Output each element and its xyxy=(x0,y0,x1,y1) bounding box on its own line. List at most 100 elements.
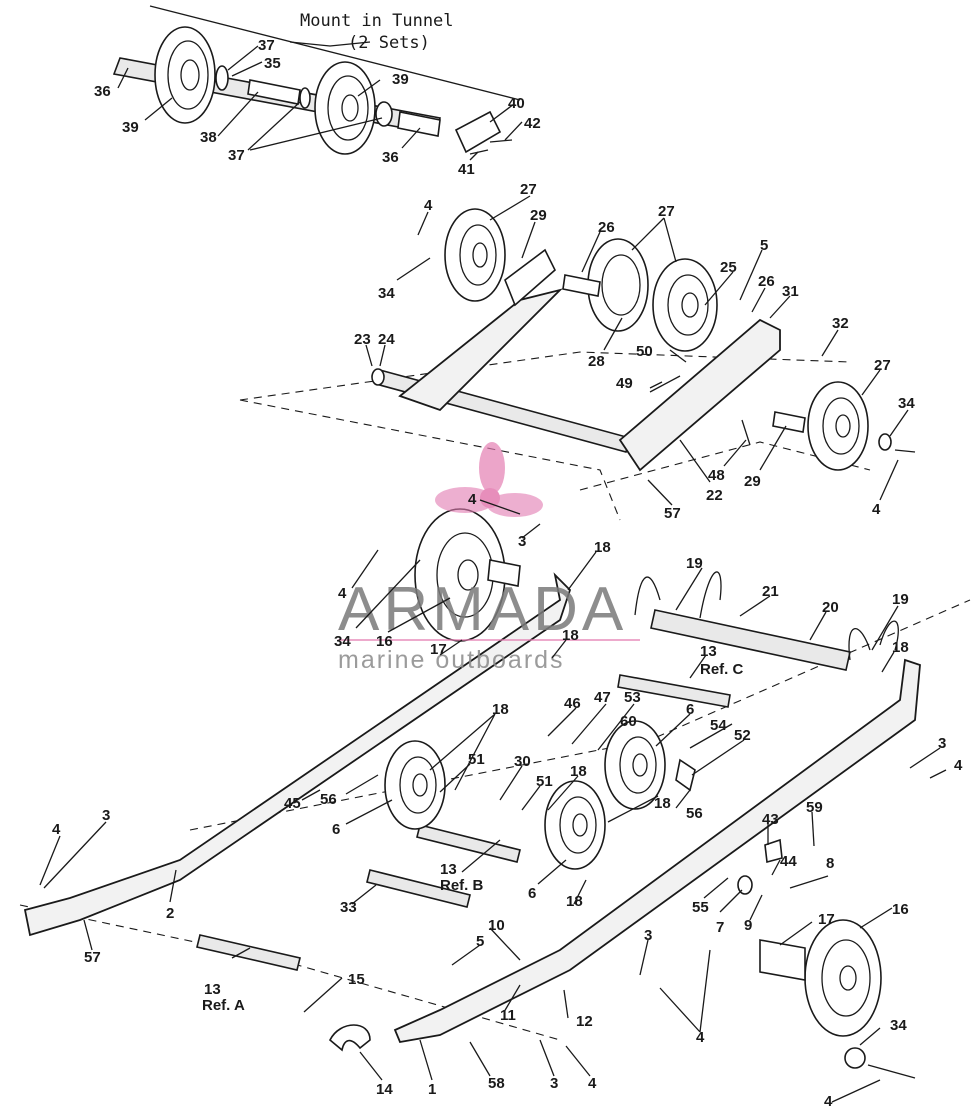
callout-3: 3 xyxy=(102,807,110,824)
callout-1: 1 xyxy=(428,1081,436,1098)
callout-5: 5 xyxy=(760,237,768,254)
callout-51: 51 xyxy=(468,751,485,768)
callout-38: 38 xyxy=(200,129,217,146)
callout-11: 11 xyxy=(500,1007,516,1024)
arm-wheel-27c xyxy=(652,258,718,352)
callout-29: 29 xyxy=(530,207,547,224)
hub-17b xyxy=(759,939,806,981)
right-slide-rail-1 xyxy=(393,658,921,1044)
callout-3: 3 xyxy=(550,1075,558,1092)
bolt-42 xyxy=(489,139,513,143)
washer-34 xyxy=(878,433,892,451)
callout-18: 18 xyxy=(654,795,671,812)
propeller-logo-icon xyxy=(435,442,543,517)
cross-shaft-23 xyxy=(375,369,631,453)
ref-label-b: Ref. B xyxy=(440,877,484,894)
callout-59: 59 xyxy=(806,799,823,816)
callout-4: 4 xyxy=(872,501,881,518)
spacer-29b xyxy=(772,411,806,433)
callout-18: 18 xyxy=(566,893,583,910)
callout-51: 51 xyxy=(536,773,553,790)
spring-shaft-20 xyxy=(650,609,851,671)
callout-50: 50 xyxy=(636,343,653,360)
callout-4: 4 xyxy=(824,1093,833,1110)
callout-10: 10 xyxy=(488,917,505,934)
mid-wheel-6b xyxy=(544,780,606,870)
slide-rail-group xyxy=(19,508,971,1079)
callout-13: 13 xyxy=(204,981,221,998)
callout-3: 3 xyxy=(644,927,652,944)
callout-18: 18 xyxy=(562,627,579,644)
callout-19: 19 xyxy=(686,555,703,572)
idler-7 xyxy=(737,875,753,895)
callout-39: 39 xyxy=(392,71,409,88)
callout-4: 4 xyxy=(696,1029,705,1046)
callout-37: 37 xyxy=(228,147,245,164)
cross-shaft-13a xyxy=(196,934,301,971)
callout-48: 48 xyxy=(708,467,725,484)
callout-4: 4 xyxy=(52,821,61,838)
callout-labels: 36 37 35 39 39 38 37 36 40 42 41 4 27 29… xyxy=(52,37,963,1110)
washer-37 xyxy=(375,101,393,127)
callout-6: 6 xyxy=(528,885,536,902)
callout-34: 34 xyxy=(378,285,395,302)
callout-18: 18 xyxy=(492,701,509,718)
callout-56: 56 xyxy=(320,791,337,808)
cross-shaft-13c xyxy=(617,674,731,708)
spacer-washer-b xyxy=(299,87,311,109)
callout-8: 8 xyxy=(826,855,834,872)
tunnel-line xyxy=(149,5,521,101)
callout-37: 37 xyxy=(258,37,275,54)
callout-6: 6 xyxy=(332,821,340,838)
watermark-tagline: marine outboards xyxy=(338,646,565,674)
spring-19b xyxy=(848,620,899,661)
callout-6: 6 xyxy=(686,701,694,718)
callout-31: 31 xyxy=(782,283,799,300)
spacer-washer-a xyxy=(215,65,229,91)
spacer-26 xyxy=(562,274,601,297)
callout-34: 34 xyxy=(898,395,915,412)
cross-shaft-33 xyxy=(366,869,471,908)
callout-40: 40 xyxy=(508,95,525,112)
hub-17a xyxy=(487,559,521,587)
callout-57: 57 xyxy=(664,505,681,522)
left-slide-rail-2 xyxy=(23,572,572,937)
callout-14: 14 xyxy=(376,1081,393,1098)
callout-30: 30 xyxy=(514,753,531,770)
callout-36: 36 xyxy=(94,83,111,100)
front-arm-group xyxy=(239,208,916,521)
callout-5: 5 xyxy=(476,933,484,950)
callout-24: 24 xyxy=(378,331,395,348)
callout-46: 46 xyxy=(564,695,581,712)
arm-left-rail xyxy=(398,288,563,412)
callout-18: 18 xyxy=(892,639,909,656)
callout-18: 18 xyxy=(594,539,611,556)
mid-wheel-6c xyxy=(604,720,666,810)
ref-dash-lower xyxy=(239,399,621,521)
callout-42: 42 xyxy=(524,115,541,132)
callout-39: 39 xyxy=(122,119,139,136)
callout-12: 12 xyxy=(576,1013,593,1030)
title-bracket xyxy=(289,41,371,47)
watermark-brand: ARMADA xyxy=(338,575,627,644)
bracket-29 xyxy=(504,248,556,307)
leader-lines xyxy=(39,45,947,1103)
callout-3: 3 xyxy=(938,735,946,752)
callout-15: 15 xyxy=(348,971,365,988)
callout-60: 60 xyxy=(620,713,637,730)
callout-29: 29 xyxy=(744,473,761,490)
cross-shaft-13b xyxy=(416,824,521,863)
callout-13: 13 xyxy=(440,861,457,878)
callout-20: 20 xyxy=(822,599,839,616)
tunnel-wheel-left xyxy=(154,26,216,124)
callout-16: 16 xyxy=(376,633,393,650)
callout-4: 4 xyxy=(424,197,433,214)
ref-dash-right xyxy=(579,441,871,491)
callout-33: 33 xyxy=(340,899,357,916)
arm-right-rail-22 xyxy=(618,318,781,472)
ref-label-a: Ref. A xyxy=(202,997,245,1014)
callout-2: 2 xyxy=(166,905,174,922)
title-line-1: Mount in Tunnel xyxy=(300,11,454,31)
spacer-tube-36 xyxy=(397,111,441,137)
